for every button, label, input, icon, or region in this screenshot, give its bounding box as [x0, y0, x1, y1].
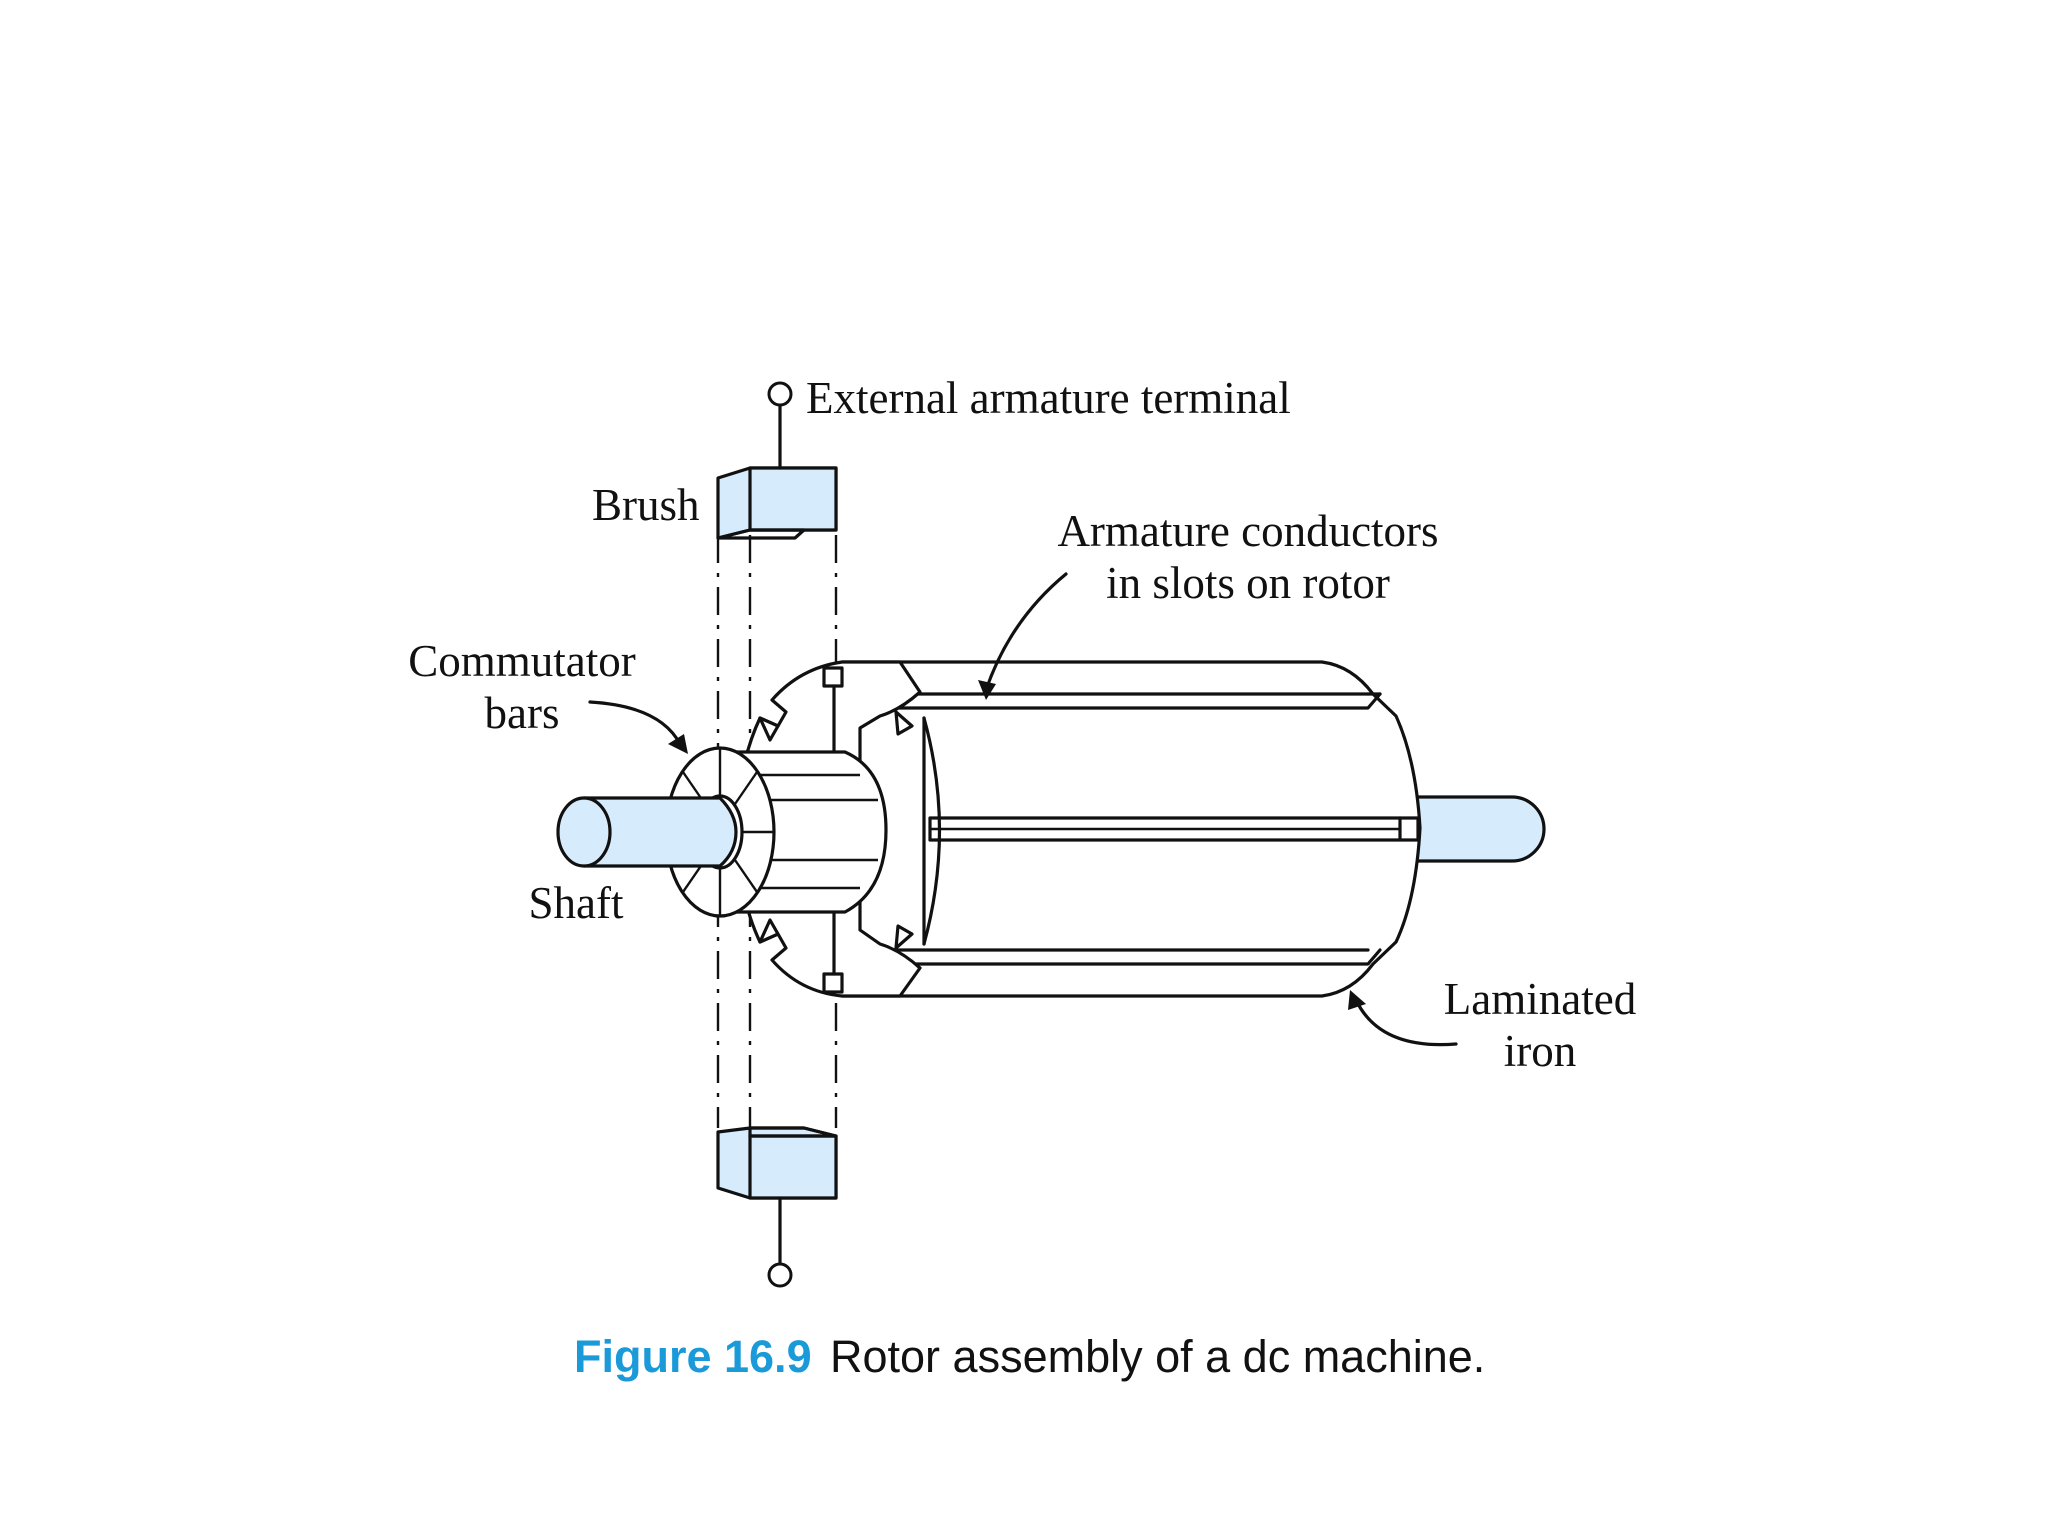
commutator-label-line1: Commutator: [408, 636, 635, 686]
brush-label: Brush: [592, 480, 700, 530]
shaft-left: [556, 796, 738, 868]
brush-bottom: [716, 1126, 838, 1288]
external-terminal-label: External armature terminal: [806, 373, 1291, 423]
leader-arrows: [588, 572, 1458, 1047]
laminated-label-line1: Laminated: [1444, 974, 1636, 1024]
armature-label-line2: in slots on rotor: [1106, 558, 1390, 608]
laminated-iron-core: [768, 660, 1422, 998]
shaft-right: [1398, 795, 1546, 863]
figure-number: Figure 16.9: [574, 1331, 812, 1382]
armature-label-line1: Armature conductors: [1057, 506, 1438, 556]
commutator-label-line2: bars: [485, 688, 560, 738]
brush-guide-lines: [716, 535, 838, 1128]
shaft-label: Shaft: [529, 878, 624, 928]
figure-caption: Rotor assembly of a dc machine.: [830, 1331, 1485, 1382]
brush-top: [716, 381, 838, 540]
laminated-label-line2: iron: [1504, 1026, 1577, 1076]
